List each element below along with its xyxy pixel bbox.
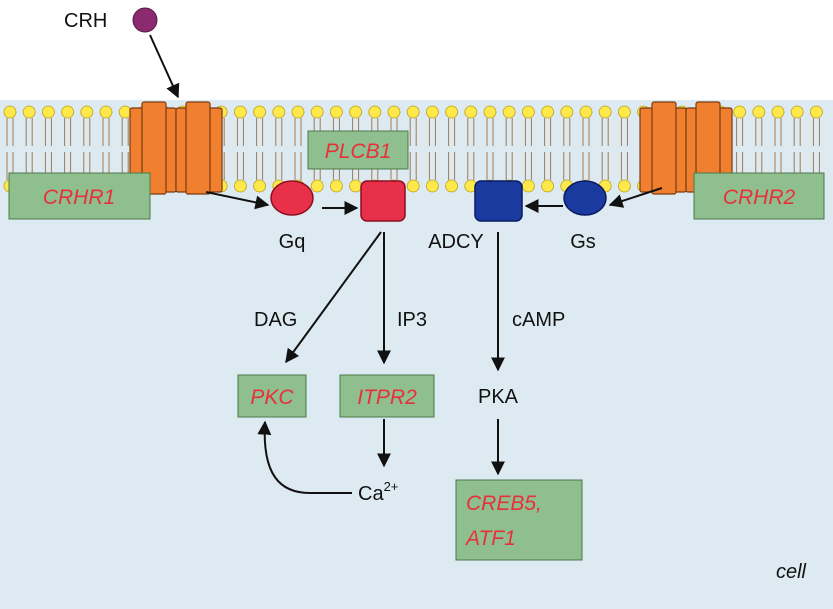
lipid-head [446,106,458,118]
lipid-head [350,180,362,192]
calcium-charge: 2+ [384,479,399,494]
lipid-head [753,106,765,118]
lipid-head [407,180,419,192]
lipid-head [791,106,803,118]
lipid-head [561,106,573,118]
lipid-head [580,106,592,118]
pka-label: PKA [478,386,519,408]
adcy-label: ADCY [428,231,484,253]
lipid-head [407,106,419,118]
lipid-head [311,180,323,192]
lipid-head [292,106,304,118]
gs-label: Gs [570,231,596,253]
lipid-head [100,106,112,118]
creb5-atf1-box: CREB5, ATF1 [456,480,582,560]
lipid-head [4,106,16,118]
lipid-head [388,106,400,118]
lipid-head [23,106,35,118]
gs-protein-icon [564,181,606,215]
lipid-head [542,106,554,118]
dag-label: DAG [254,309,297,331]
receptor-helix [652,102,676,194]
crh-ligand-icon [133,8,157,32]
ip3-label: IP3 [397,309,427,331]
lipid-head [618,106,630,118]
adcy-enzyme-icon [475,181,522,221]
lipid-head [522,106,534,118]
pkc-box: PKC [238,375,306,417]
pkc-label: PKC [250,386,294,409]
lipid-head [81,106,93,118]
crh-label: CRH [64,10,107,32]
lipid-head [273,106,285,118]
lipid-head [311,106,323,118]
itpr2-box: ITPR2 [340,375,434,417]
lipid-head [465,106,477,118]
atf1-label: ATF1 [464,527,516,550]
creb5-label: CREB5, [466,492,542,515]
lipid-head [542,180,554,192]
lipid-head [446,180,458,192]
lipid-head [772,106,784,118]
plcb1-box: PLCB1 [308,131,408,169]
lipid-head [484,106,496,118]
lipid-head [734,106,746,118]
lipid-head [599,106,611,118]
crh-binding-arrow [150,35,178,97]
lipid-head [426,106,438,118]
lipid-head [330,106,342,118]
lipid-head [254,180,266,192]
lipid-head [62,106,74,118]
lipid-head [369,106,381,118]
receptor-helix [186,102,210,194]
lipid-head [618,180,630,192]
gq-label: Gq [279,231,306,253]
lipid-head [426,180,438,192]
calcium-symbol: Ca [358,483,384,505]
crhr2-label: CRHR2 [723,186,796,209]
lipid-head [42,106,54,118]
lipid-head [350,106,362,118]
camp-label: cAMP [512,309,565,331]
lipid-head [810,106,822,118]
lipid-head [234,106,246,118]
cell-compartment-label: cell [776,561,807,583]
lipid-head [330,180,342,192]
crhr2-box: CRHR2 [694,173,824,219]
itpr2-label: ITPR2 [357,386,417,409]
lipid-head [234,180,246,192]
lipid-head [522,180,534,192]
crhr1-label: CRHR1 [43,186,115,209]
gq-protein-icon [271,181,313,215]
plcb1-label: PLCB1 [325,140,392,163]
lipid-head [254,106,266,118]
lipid-head [503,106,515,118]
plc-enzyme-icon [361,181,405,221]
crhr1-box: CRHR1 [9,173,150,219]
